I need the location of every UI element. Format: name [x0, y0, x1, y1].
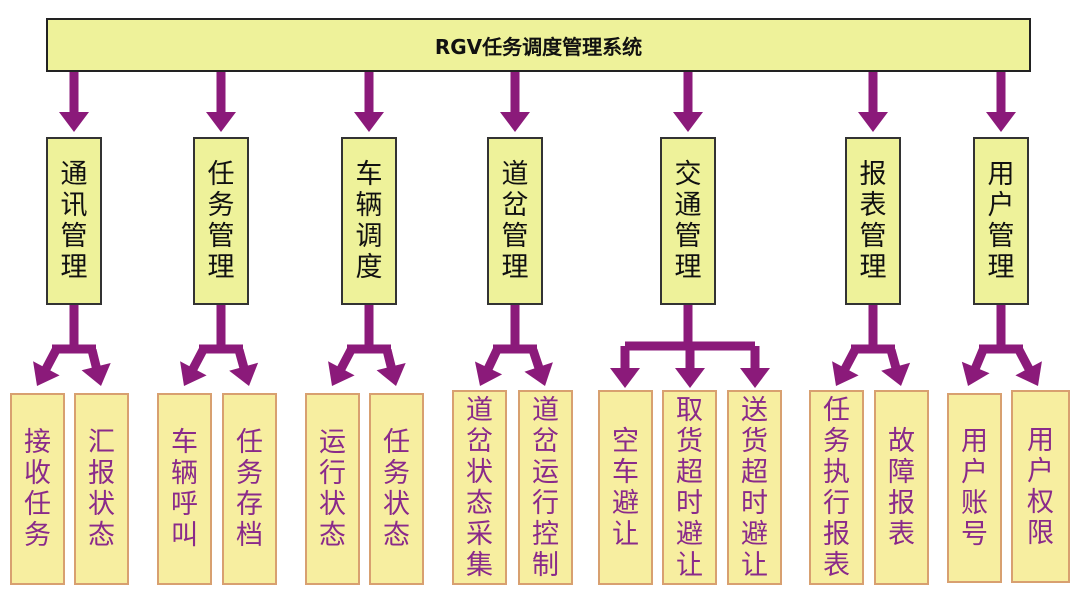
branch-arrow-head — [81, 362, 111, 386]
leaf-node: 用户权限 — [1011, 390, 1070, 583]
leaf-node: 运行状态 — [305, 393, 360, 585]
connector-branch — [41, 347, 60, 373]
connector-branch — [336, 347, 355, 373]
module-node-task: 任务管理 — [193, 137, 249, 305]
branch-arrow-head — [33, 361, 60, 386]
branch-arrow-head — [832, 361, 859, 386]
leaf-label: 道岔状态采集 — [466, 394, 493, 581]
leaf-node: 故障报表 — [874, 390, 929, 585]
leaf-node: 任务存档 — [222, 393, 277, 585]
leaf-label: 任务状态 — [383, 427, 410, 551]
leaf-label: 用户账号 — [961, 426, 988, 550]
leaf-label: 运行状态 — [319, 427, 346, 551]
module-label: 用户管理 — [987, 159, 1015, 283]
connector-branch — [87, 348, 102, 370]
leaf-label: 车辆呼叫 — [171, 427, 198, 551]
down-arrow-head — [858, 112, 888, 132]
leaf-label: 道岔运行控制 — [532, 394, 559, 581]
branch-arrow-head — [180, 361, 207, 386]
connector-branch — [1015, 347, 1034, 373]
connector-branch — [886, 348, 901, 370]
leaf-label: 送货超时避让 — [741, 394, 768, 581]
leaf-node: 道岔状态采集 — [452, 390, 507, 585]
connector-branch — [483, 348, 502, 372]
leaf-node: 任务状态 — [369, 393, 424, 585]
module-node-user: 用户管理 — [973, 137, 1029, 305]
leaf-label: 用户权限 — [1027, 424, 1054, 549]
branch-arrow-head — [1015, 361, 1042, 386]
leaf-node: 接收任务 — [10, 393, 65, 585]
branch-arrow-head — [524, 362, 553, 386]
leaf-node: 道岔运行控制 — [518, 390, 573, 585]
down-arrow-head — [610, 368, 640, 388]
connector-branch — [970, 348, 988, 372]
module-node-report: 报表管理 — [845, 137, 901, 305]
leaf-node: 用户账号 — [947, 393, 1002, 583]
leaf-label: 取货超时避让 — [676, 394, 703, 581]
leaf-label: 空车避让 — [612, 425, 639, 550]
connector-branch — [234, 348, 249, 370]
module-label: 道岔管理 — [501, 159, 529, 283]
leaf-node: 送货超时避让 — [727, 390, 782, 585]
down-arrow-head — [354, 112, 384, 132]
down-arrow-head — [986, 112, 1016, 132]
branch-arrow-head — [376, 362, 406, 386]
down-arrow-head — [59, 112, 89, 132]
root-label: RGV任务调度管理系统 — [434, 34, 643, 59]
connector-branch — [188, 347, 207, 373]
leaf-label: 任务执行报表 — [823, 394, 850, 581]
branch-arrow-head — [229, 362, 259, 386]
branch-arrow-head — [328, 361, 355, 386]
module-node-traffic: 交通管理 — [660, 137, 716, 305]
module-node-switch: 道岔管理 — [487, 137, 543, 305]
module-node-vehicle: 车辆调度 — [341, 137, 397, 305]
leaf-label: 任务存档 — [236, 427, 263, 551]
module-label: 报表管理 — [859, 159, 887, 283]
module-label: 通讯管理 — [60, 159, 88, 283]
down-arrow-head — [675, 368, 705, 388]
connector-branch — [840, 347, 859, 373]
leaf-node: 空车避让 — [598, 390, 653, 585]
down-arrow-head — [500, 112, 530, 132]
module-label: 车辆调度 — [355, 159, 383, 283]
leaf-node: 汇报状态 — [74, 393, 129, 585]
leaf-node: 取货超时避让 — [662, 390, 717, 585]
leaf-label: 汇报状态 — [88, 427, 115, 551]
branch-arrow-head — [881, 362, 911, 386]
root-node: RGV任务调度管理系统 — [46, 18, 1031, 72]
leaf-node: 车辆呼叫 — [157, 393, 212, 585]
module-label: 任务管理 — [207, 159, 235, 283]
branch-arrow-head — [961, 361, 990, 386]
branch-arrow-head — [474, 361, 503, 386]
connector-branch — [382, 348, 397, 370]
down-arrow-head — [206, 112, 236, 132]
down-arrow-head — [740, 368, 770, 388]
leaf-label: 接收任务 — [24, 427, 51, 551]
module-node-comm: 通讯管理 — [46, 137, 102, 305]
down-arrow-head — [673, 112, 703, 132]
leaf-label: 故障报表 — [888, 425, 915, 550]
leaf-node: 任务执行报表 — [809, 390, 864, 585]
connector-branch — [528, 348, 544, 371]
module-label: 交通管理 — [674, 159, 702, 283]
